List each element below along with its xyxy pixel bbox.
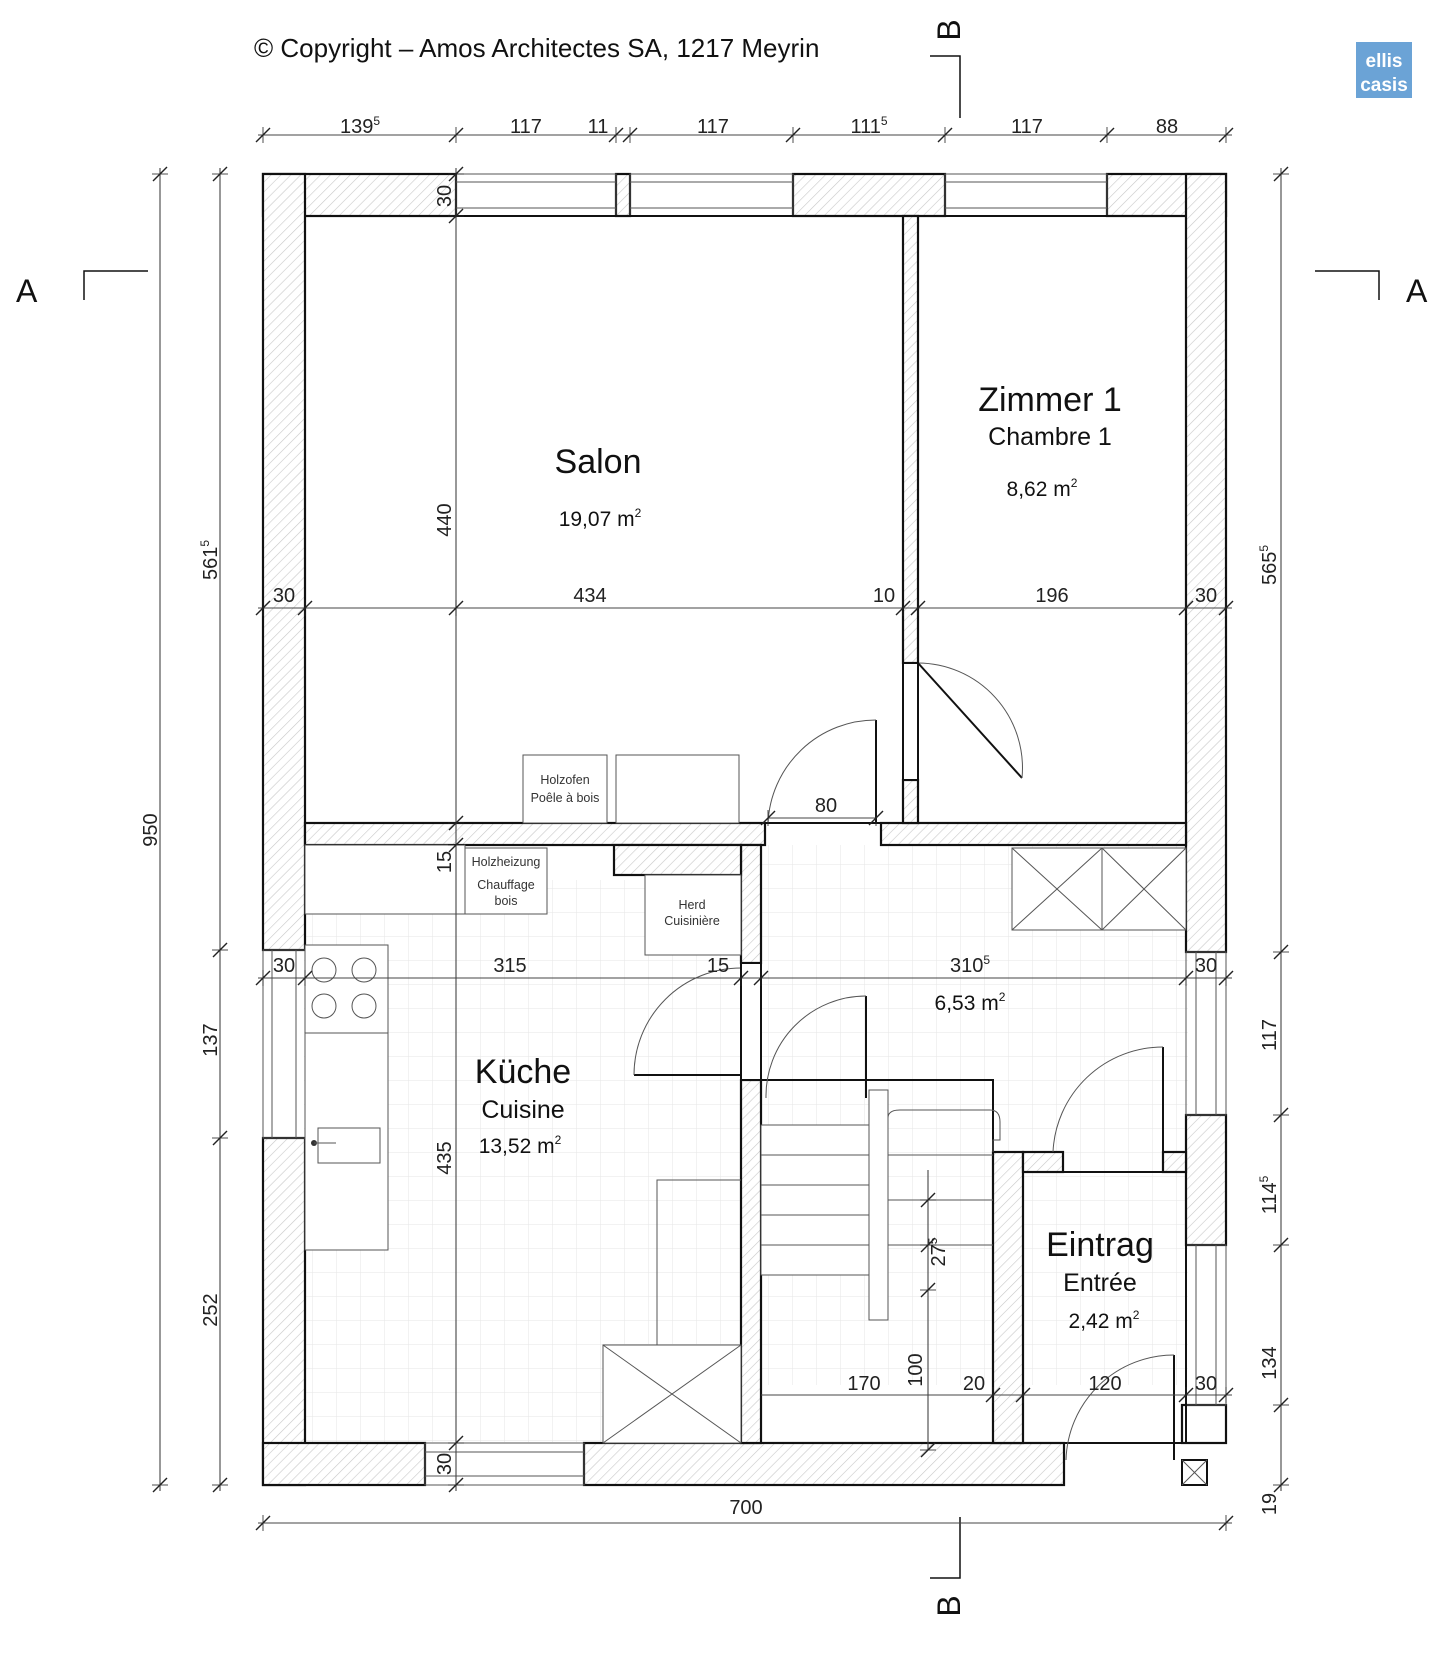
hall-area: 6,53 m2 (935, 990, 1006, 1015)
svg-text:950: 950 (140, 813, 162, 846)
dimension-lines (152, 127, 1289, 1531)
svg-text:Poêle à bois: Poêle à bois (531, 791, 600, 805)
svg-text:Herd: Herd (678, 898, 705, 912)
zimmer-area: 8,62 m2 (1007, 476, 1078, 501)
svg-text:196: 196 (1035, 585, 1068, 607)
svg-text:Chauffage: Chauffage (477, 878, 535, 892)
section-a-right: A (1406, 273, 1428, 309)
eintrag-area: 2,42 m2 (1069, 1308, 1140, 1333)
svg-text:80: 80 (815, 795, 837, 817)
svg-text:ellis: ellis (1366, 51, 1403, 72)
svg-text:15: 15 (707, 955, 729, 977)
kueche-name: Küche (475, 1053, 571, 1091)
svg-text:134: 134 (1259, 1346, 1281, 1379)
svg-text:120: 120 (1088, 1373, 1121, 1395)
svg-text:117: 117 (1011, 116, 1043, 138)
svg-text:10: 10 (873, 585, 895, 607)
kueche-area: 13,52 m2 (479, 1133, 562, 1158)
svg-text:5655: 5655 (1257, 545, 1281, 585)
svg-text:30: 30 (1195, 1373, 1217, 1395)
kueche-name-fr: Cuisine (481, 1096, 564, 1124)
copyright-text: © Copyright – Amos Architectes SA, 1217 … (254, 33, 819, 63)
room-labels: Salon 19,07 m2 Zimmer 1 Chambre 1 8,62 m… (475, 381, 1154, 1333)
walls (261, 172, 1228, 1487)
section-markers: A A B B (16, 19, 1428, 1616)
svg-text:Holzheizung: Holzheizung (472, 855, 541, 869)
svg-text:bois: bois (495, 894, 518, 908)
zimmer-name: Zimmer 1 (978, 381, 1122, 419)
svg-text:275: 275 (926, 1237, 950, 1266)
zimmer-name-fr: Chambre 1 (988, 423, 1112, 451)
svg-text:20: 20 (963, 1373, 985, 1395)
eintrag-name: Eintrag (1046, 1226, 1154, 1264)
svg-text:30: 30 (273, 955, 295, 977)
svg-text:315: 315 (493, 955, 526, 977)
svg-text:252: 252 (200, 1293, 222, 1326)
svg-text:11: 11 (588, 116, 609, 138)
svg-text:30: 30 (434, 1453, 456, 1475)
svg-text:1115: 1115 (850, 114, 887, 138)
svg-text:19: 19 (1259, 1493, 1281, 1515)
section-a-left: A (16, 273, 38, 309)
svg-text:30: 30 (1195, 955, 1217, 977)
svg-text:30: 30 (1195, 585, 1217, 607)
svg-text:1395: 1395 (340, 114, 380, 138)
ellis-casis-logo: ellis casis (1356, 42, 1412, 98)
svg-text:700: 700 (729, 1497, 762, 1519)
svg-text:Holzofen: Holzofen (540, 773, 589, 787)
svg-text:440: 440 (434, 503, 456, 536)
svg-text:117: 117 (510, 116, 542, 138)
section-b-bottom: B (931, 1595, 967, 1616)
svg-text:1145: 1145 (1257, 1175, 1281, 1214)
dimension-labels: 1395 117 11 117 1115 117 88 700 950 5615… (140, 114, 1281, 1519)
svg-text:88: 88 (1156, 116, 1178, 138)
svg-text:3105: 3105 (950, 953, 990, 977)
svg-text:30: 30 (434, 185, 456, 207)
svg-text:170: 170 (847, 1373, 880, 1395)
doors (633, 662, 1208, 1486)
svg-text:100: 100 (905, 1353, 927, 1386)
svg-text:Cuisinière: Cuisinière (664, 914, 720, 928)
svg-text:casis: casis (1360, 75, 1408, 96)
fixtures: Holzofen Poêle à bois Holzheizung Chauff… (304, 754, 1187, 1444)
svg-text:5615: 5615 (198, 540, 222, 580)
svg-text:117: 117 (697, 116, 729, 138)
svg-text:434: 434 (573, 585, 606, 607)
svg-text:435: 435 (434, 1141, 456, 1174)
eintrag-name-fr: Entrée (1063, 1269, 1137, 1297)
section-b-top: B (931, 19, 967, 40)
salon-name: Salon (555, 443, 642, 481)
svg-text:30: 30 (273, 585, 295, 607)
svg-text:137: 137 (200, 1023, 222, 1056)
svg-text:117: 117 (1259, 1019, 1281, 1051)
salon-area: 19,07 m2 (559, 506, 642, 531)
svg-text:15: 15 (434, 851, 456, 873)
